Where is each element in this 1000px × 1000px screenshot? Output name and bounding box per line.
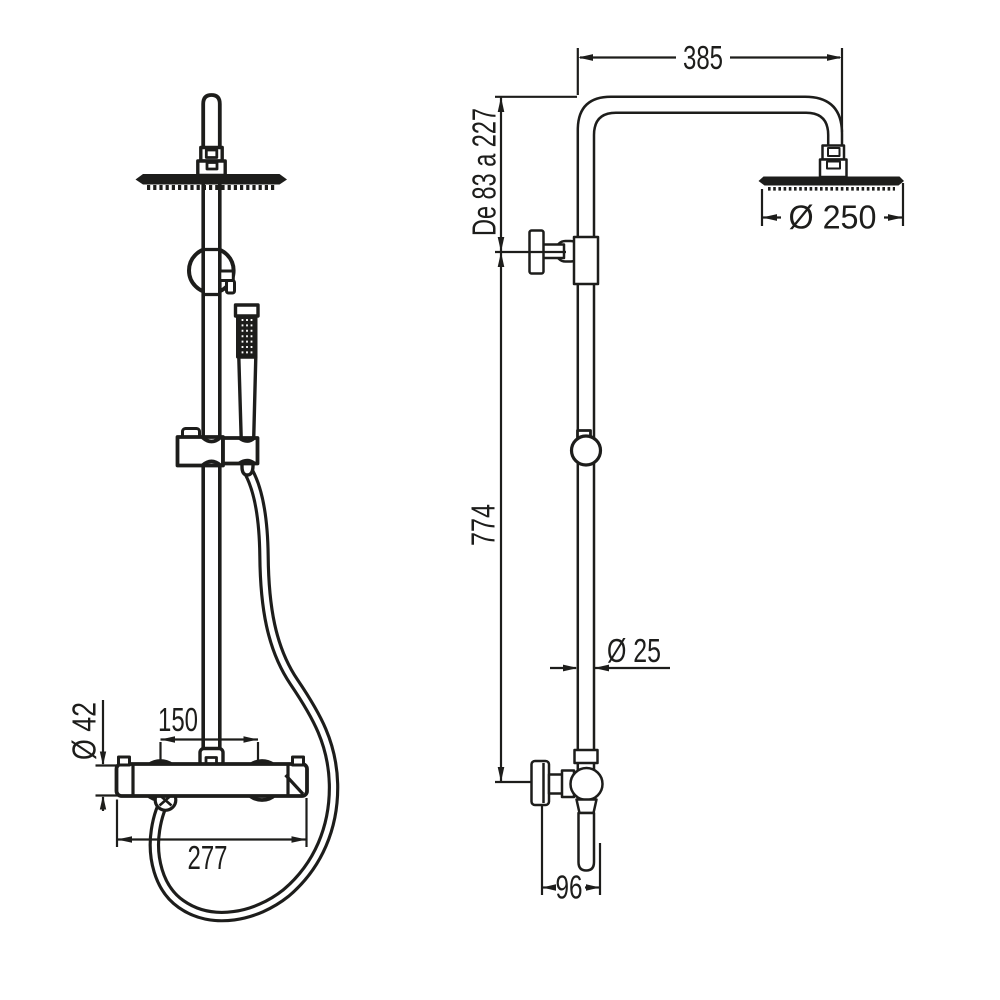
shower-hose (148, 463, 340, 923)
shower-head-side (758, 144, 904, 191)
dimension-pipe-diameter-label: Ø 25 (607, 632, 661, 669)
temperature-handle-mark (284, 773, 305, 796)
mixer-valve (114, 746, 309, 812)
dimension-adjust-range: De 83 a 227 (466, 95, 577, 254)
upper-wall-bracket (528, 229, 600, 286)
dimension-arm-width: 385 (576, 39, 844, 132)
front-dimensions: Ø 42 150 277 (66, 700, 308, 876)
dimension-adjust-range-label: De 83 a 227 (466, 108, 503, 236)
side-view: 385 De 83 a 227 774 (465, 39, 905, 906)
diverter-lever (218, 269, 236, 295)
slider-holder-bracket (175, 427, 260, 468)
dimension-bar-diameter-label: Ø 42 (66, 702, 103, 760)
mixer-bar (114, 762, 309, 798)
valve-body (569, 766, 604, 802)
dimension-wall-distance: 96 (540, 806, 602, 906)
lower-valve-assembly (530, 748, 604, 872)
riser-pipe-and-arm (576, 95, 844, 770)
dimension-riser-height: 774 (465, 252, 532, 784)
dimension-overall-width-label: 277 (188, 839, 228, 876)
dimension-overall-width: 277 (115, 798, 308, 876)
dimension-bar-diameter: Ø 42 (66, 700, 120, 811)
dimension-head-diameter-label: Ø 250 (789, 199, 877, 236)
shower-head-front (135, 174, 287, 190)
dimension-center-spacing: 150 (158, 701, 260, 761)
valve-handle (577, 811, 596, 872)
dimension-head-diameter: Ø 250 (760, 183, 905, 236)
dimension-arm-width-label: 385 (683, 39, 723, 76)
side-dimensions: 385 De 83 a 227 774 (465, 39, 905, 906)
dimension-pipe-diameter: Ø 25 (550, 632, 670, 672)
dimension-center-spacing-label: 150 (158, 701, 198, 738)
arm-end-front (196, 93, 227, 178)
slider-sleeve (572, 235, 600, 286)
front-view: Ø 42 150 277 (66, 93, 340, 923)
dimension-riser-height-label: 774 (465, 504, 502, 546)
dimension-wall-distance-label: 96 (556, 869, 583, 906)
slider-knob (569, 429, 603, 467)
